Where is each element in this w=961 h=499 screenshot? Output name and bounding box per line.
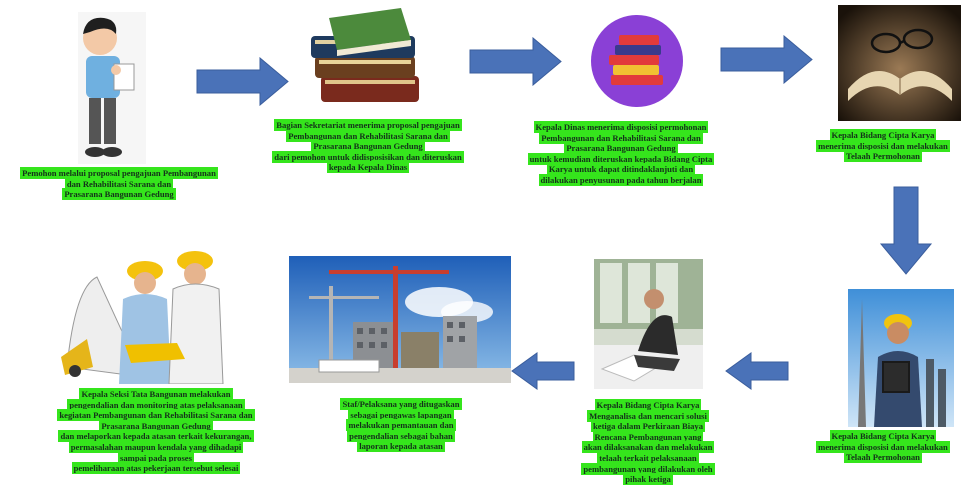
step-1-line-2: dan Rehabilitasi Sarana dan	[65, 178, 173, 189]
step-4-caption: Kepala Bidang Cipta Karya menerima dispo…	[808, 130, 958, 162]
step-8-line-1: Kepala Seksi Tata Bangunan melakukan	[80, 389, 232, 399]
step-7-line-4: pengendalian sebagai bahan	[348, 430, 454, 441]
construction-site-cranes-image	[289, 256, 511, 383]
step-3-line-6: dilakukan penyusunan pada tahun berjalan	[539, 174, 703, 185]
step-7-line-1: Staf/Pelaksana yang ditugaskan	[341, 399, 461, 409]
arrow-3-to-4	[720, 35, 814, 84]
step-1-line-3: Prasarana Bangunan Gedung	[63, 189, 175, 200]
step-3-line-4: untuk kemudian diteruskan kepada Bidang …	[528, 153, 714, 164]
step-2-line-5: kepada Kepala Dinas	[327, 162, 409, 173]
step-1-caption: Pemohon melalui proposal pengajuan Pemba…	[0, 168, 238, 200]
step-8-line-5: dan melaporkan kepada atasan terkait kek…	[59, 431, 253, 442]
step-3-line-2: Pembangunan dan Rehabilitasi Sarana dan	[540, 132, 702, 143]
step-2-line-4: dari pemohon untuk didisposisikan dan di…	[273, 151, 463, 162]
step-6-line-1: Kepala Bidang Cipta Karya	[595, 400, 701, 410]
arrow-1-to-2	[196, 57, 290, 106]
step-6-line-6: telaah terkait pelaksanaan	[598, 452, 698, 463]
step-7-line-3: melakukan pemantauan dan	[347, 420, 455, 431]
step-5-line-1: Kepala Bidang Cipta Karya	[830, 431, 936, 441]
step-4-line-2: menerima disposisi dan melakukan	[817, 140, 949, 151]
step-8-line-7: sampai pada proses	[119, 452, 193, 463]
arrow-6-to-7	[511, 352, 575, 390]
step-7-caption: Staf/Pelaksana yang ditugaskan sebagai p…	[318, 399, 484, 452]
step-3-line-1: Kepala Dinas menerima disposisi permohon…	[534, 122, 708, 132]
step-8-line-8: pemeliharaan atas pekerjaan tersebut sel…	[72, 463, 240, 474]
step-6-line-3: ketiga dalam Perkiraan Biaya	[591, 421, 705, 432]
step-1-line-1: Pemohon melalui proposal pengajuan Pemba…	[21, 168, 217, 178]
step-6-line-8: pihak ketiga	[624, 474, 672, 485]
step-8-line-2: pengendalian dan monitoring atas pelaksa…	[68, 399, 244, 410]
step-6-line-7: pembangunan yang dilakukan oleh	[582, 463, 714, 474]
arrow-2-to-3	[469, 37, 563, 86]
step-2-caption: Bagian Sekretariat menerima proposal pen…	[253, 120, 483, 173]
step-4-line-3: Telaah Permohonan	[845, 151, 921, 162]
step-6-caption: Kepala Bidang Cipta Karya Menganalisa da…	[565, 400, 731, 485]
step-8-line-6: permasalahan maupun kendala yang dihadap…	[69, 441, 243, 452]
engineers-reviewing-plans-image	[57, 247, 238, 384]
step-4-line-1: Kepala Bidang Cipta Karya	[830, 130, 936, 140]
engineer-with-clipboard-image	[848, 289, 954, 427]
books-icon-image	[589, 13, 685, 109]
person-holding-paper-image	[78, 12, 146, 164]
step-6-line-4: Rencana Pembangunan yang	[593, 431, 703, 442]
step-5-caption: Kepala Bidang Cipta Karya menerima dispo…	[808, 431, 958, 463]
step-3-line-3: Prasarana Bangunan Gedung	[565, 143, 677, 154]
open-book-with-glasses-image	[838, 5, 961, 121]
step-2-line-2: Pembangunan dan Rehabilitasi Sarana dan	[287, 130, 449, 141]
step-2-line-3: Prasarana Bangunan Gedung	[312, 141, 424, 152]
step-5-line-2: menerima disposisi dan melakukan	[817, 441, 949, 452]
step-8-line-3: kegiatan Pembangunan dan Rehabilitasi Sa…	[58, 410, 254, 421]
step-7-line-2: sebagai pengawas lapangan	[349, 409, 453, 420]
step-2-line-1: Bagian Sekretariat menerima proposal pen…	[275, 120, 461, 130]
step-6-line-2: Menganalisa dan mencari solusi	[588, 410, 708, 421]
step-6-line-5: akan dilaksanakan dan melakukan	[582, 442, 714, 453]
arrow-5-to-6	[725, 352, 789, 390]
stack-of-books-image	[307, 6, 425, 114]
step-8-line-4: Prasarana Bangunan Gedung	[100, 420, 212, 431]
step-3-line-5: Karya untuk dapat ditindaklanjuti dan	[547, 164, 695, 175]
step-3-caption: Kepala Dinas menerima disposisi permohon…	[512, 122, 730, 186]
arrow-4-to-5	[879, 186, 933, 276]
step-7-line-5: laporan kepada atasan	[358, 441, 444, 452]
step-5-line-3: Telaah Permohonan	[845, 452, 921, 463]
step-8-caption: Kepala Seksi Tata Bangunan melakukan pen…	[38, 389, 274, 474]
engineer-working-on-floor-image	[594, 259, 703, 389]
